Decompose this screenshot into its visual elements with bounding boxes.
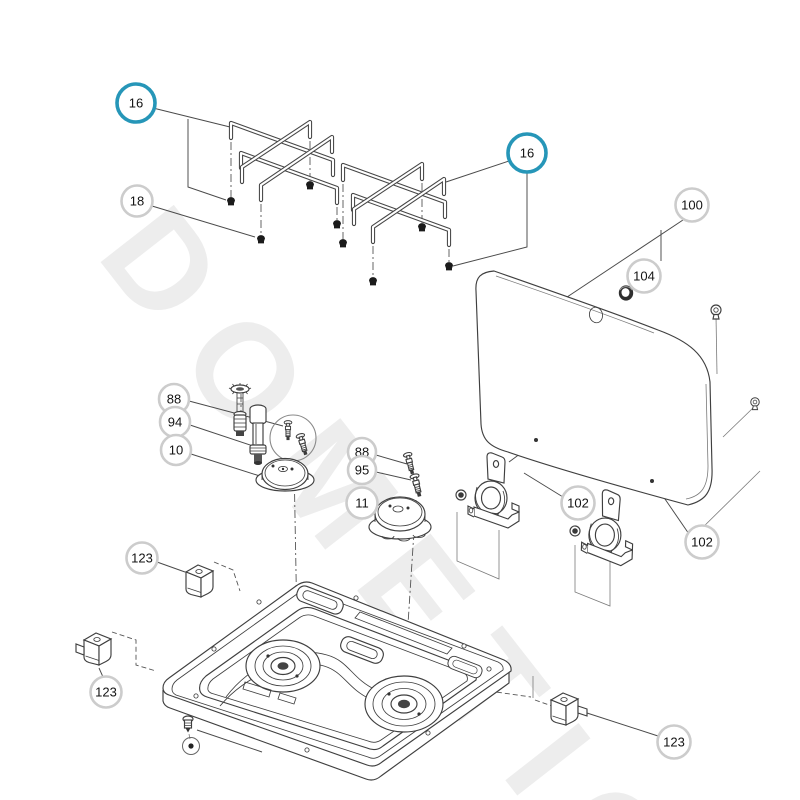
clip-123-left (83, 632, 112, 666)
callout-16-right[interactable]: 16 (506, 132, 548, 174)
callout-88-left[interactable]: 88 (157, 382, 191, 416)
callout-18[interactable]: 18 (120, 184, 154, 218)
lid-hole (589, 306, 603, 324)
callout-94[interactable]: 94 (158, 405, 192, 439)
lid-hinge-dot-left (534, 438, 538, 442)
tray-burner-recess-left (245, 639, 321, 693)
callout-16-left[interactable]: 16 (115, 82, 157, 124)
burner-base-large-10 (255, 457, 315, 492)
callouts: 16 16 18 100 104 88 94 10 (89, 82, 720, 760)
callout-10[interactable]: 10 (159, 433, 193, 467)
clip-123-top (185, 564, 214, 598)
callout-number: 94 (168, 415, 182, 430)
callout-number: 16 (520, 146, 534, 161)
callout-number: 104 (633, 269, 655, 284)
callout-number: 102 (567, 496, 589, 511)
clip-123-right-nub (577, 705, 588, 717)
clip-123-right (550, 692, 579, 726)
clip-123-left-nub (75, 643, 85, 656)
callout-number: 18 (130, 194, 144, 209)
callout-123-top[interactable]: 123 (125, 541, 159, 575)
tray-fixing-screw (182, 715, 200, 755)
callout-number: 123 (95, 685, 117, 700)
igniter-94 (249, 404, 267, 465)
callout-102-right[interactable]: 102 (684, 524, 720, 560)
gas-valve-88 (228, 383, 252, 436)
callout-number: 102 (691, 535, 713, 550)
burner-base-small-11 (368, 496, 432, 542)
lid-grommet-104 (618, 285, 634, 301)
lid-hinge-dot-right (650, 479, 654, 483)
callout-102-left[interactable]: 102 (560, 485, 596, 521)
callout-123-left[interactable]: 123 (89, 675, 123, 709)
callout-123-right[interactable]: 123 (656, 724, 692, 760)
hob-tray (162, 581, 512, 781)
tray-burner-recess-right (364, 675, 444, 733)
callout-number: 16 (129, 96, 143, 111)
callout-95[interactable]: 95 (346, 454, 378, 486)
callout-number: 11 (355, 496, 369, 511)
tray-pad (447, 655, 483, 679)
callout-11[interactable]: 11 (345, 486, 379, 520)
tray-pad (340, 636, 384, 664)
tray-screw-holes (193, 595, 492, 753)
callout-104[interactable]: 104 (626, 258, 662, 294)
callout-number: 123 (663, 735, 685, 750)
callout-100[interactable]: 100 (674, 187, 710, 223)
mounting-dashes (111, 512, 611, 707)
callout-number: 10 (169, 443, 183, 458)
callout-number: 100 (681, 198, 703, 213)
callout-number: 95 (355, 463, 369, 478)
callout-number: 88 (167, 392, 181, 407)
tray-pad (296, 585, 344, 615)
glass-lid (475, 270, 713, 506)
callout-number: 123 (131, 551, 153, 566)
